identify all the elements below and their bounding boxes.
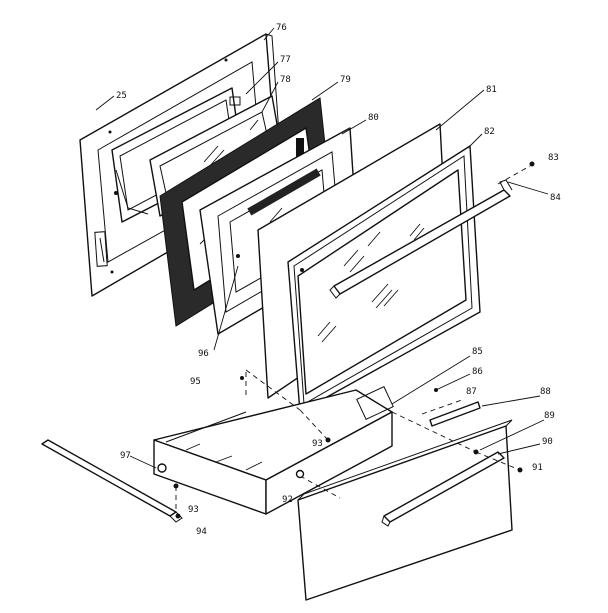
callout-97: 97 xyxy=(120,451,131,461)
fasteners xyxy=(173,161,535,519)
part-90-drawer-handle xyxy=(381,451,505,527)
part-85-drawer-body xyxy=(153,386,394,515)
callout-76: 76 xyxy=(276,23,287,33)
callout-94: 94 xyxy=(196,527,207,537)
screw-93-lower xyxy=(173,483,179,489)
screw-83 xyxy=(529,161,535,167)
callout-78: 78 xyxy=(280,75,291,85)
clip-95 xyxy=(240,376,244,380)
callout-87: 87 xyxy=(466,387,477,397)
callout-91: 91 xyxy=(532,463,543,473)
screw-94 xyxy=(175,513,181,519)
callout-93-lower: 93 xyxy=(188,505,199,515)
callout-labels: 25 76 77 78 79 80 81 82 83 84 85 86 87 8… xyxy=(116,23,561,537)
callout-96: 96 xyxy=(198,349,209,359)
part-84-door-handle xyxy=(329,179,513,299)
callout-85: 85 xyxy=(472,347,483,357)
part-88-trim-strip xyxy=(429,401,481,427)
callout-80: 80 xyxy=(368,113,379,123)
callout-84: 84 xyxy=(550,193,561,203)
callout-86: 86 xyxy=(472,367,483,377)
callout-77: 77 xyxy=(280,55,291,65)
leader-lines xyxy=(95,27,549,469)
callout-83: 83 xyxy=(548,153,559,163)
assembly-lines xyxy=(175,165,531,512)
callout-95: 95 xyxy=(190,377,201,387)
callout-89: 89 xyxy=(544,411,555,421)
screw-91 xyxy=(517,467,523,473)
screw-92 xyxy=(295,469,305,479)
callout-25: 25 xyxy=(116,91,127,101)
callout-88: 88 xyxy=(540,387,551,397)
part-82-outer-door xyxy=(287,145,481,413)
callout-82: 82 xyxy=(484,127,495,137)
callout-90: 90 xyxy=(542,437,553,447)
callout-92: 92 xyxy=(282,495,293,505)
callout-81: 81 xyxy=(486,85,497,95)
callout-93-upper: 93 xyxy=(312,439,323,449)
screw-89 xyxy=(473,449,479,455)
screw-93 xyxy=(325,437,331,443)
callout-79: 79 xyxy=(340,75,351,85)
